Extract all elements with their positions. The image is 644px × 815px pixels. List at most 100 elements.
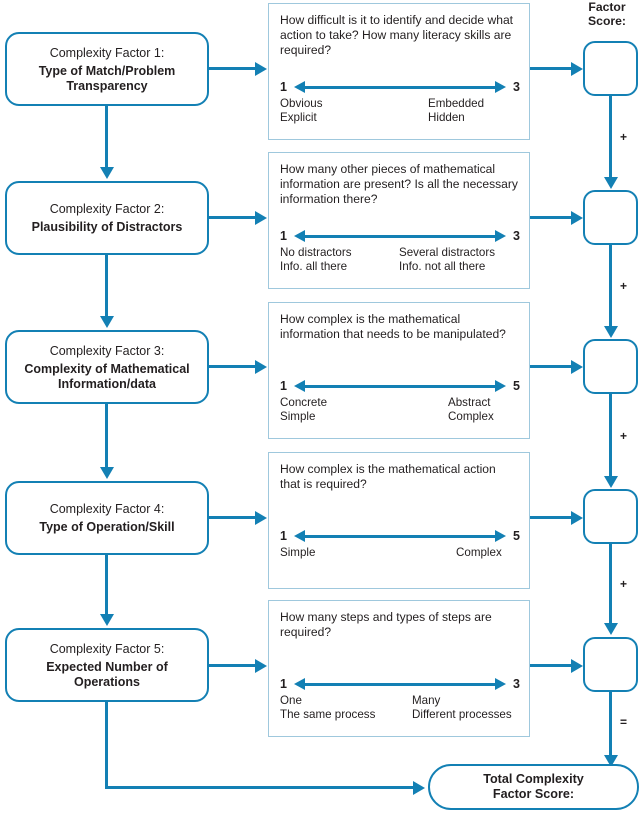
connector-f4-q4 [209, 516, 257, 519]
question-text-3: How complex is the mathematical informat… [280, 312, 506, 342]
arrow-f4-q4-icon [255, 510, 267, 525]
score-box-4[interactable] [583, 489, 638, 544]
arrow-f1-f2-icon [99, 167, 114, 179]
operator-plus-4: + [620, 577, 628, 591]
question-text-4: How complex is the mathematical action t… [280, 462, 496, 492]
score-box-2[interactable] [583, 190, 638, 245]
scale-4-min: 1 [280, 529, 287, 543]
scale-2-right-label-line1: Several distractors [399, 246, 496, 259]
factor-3-label: Complexity Factor 3: [49, 343, 165, 358]
factor-box-3[interactable]: Complexity Factor 3: Complexity of Mathe… [5, 330, 209, 404]
arrow-s2-s3-icon [603, 326, 618, 338]
connector-f1-q1 [209, 67, 257, 70]
scale-4-right-label-line1: Complex [456, 546, 502, 559]
factor-2-name-line1: Plausibility of Distractors [31, 220, 183, 234]
scale-1: 1 3 Obvious Explicit Embedded Hidden [280, 79, 520, 127]
question-box-1: How difficult is it to identify and deci… [268, 3, 530, 140]
scale-5-right-label-line2: Different processes [412, 708, 512, 721]
scale-1-left-label-line1: Obvious [280, 97, 323, 110]
arrow-q5-s5-icon [571, 658, 583, 673]
factor-score-header-line2: Score: [588, 14, 626, 28]
factor-1-label: Complexity Factor 1: [49, 45, 165, 60]
connector-s1-s2 [609, 96, 612, 178]
score-box-3[interactable] [583, 339, 638, 394]
scale-1-row: 1 3 [280, 79, 520, 95]
operator-plus-2: + [620, 279, 628, 293]
scale-3: 1 5 Concrete Simple Abstract Complex [280, 378, 520, 426]
connector-s2-s3 [609, 245, 612, 327]
connector-q5-s5 [530, 664, 573, 667]
factor-box-5[interactable]: Complexity Factor 5: Expected Number of … [5, 628, 209, 702]
question-text-2: How many other pieces of mathematical in… [280, 162, 518, 207]
connector-q1-s1 [530, 67, 573, 70]
scale-5: 1 3 One The same process Many Different … [280, 676, 520, 724]
scale-5-left-label-line2: The same process [280, 708, 376, 721]
factor-4-name-line1: Type of Operation/Skill [39, 520, 175, 534]
arrow-s1-s2-icon [603, 177, 618, 189]
scale-4-row: 1 5 [280, 528, 520, 544]
total-label-line2: Factor Score: [492, 787, 575, 801]
question-box-5: How many steps and types of steps are re… [268, 600, 530, 737]
scale-3-left-label-line1: Concrete [280, 396, 328, 409]
scale-5-right-label-line1: Many [412, 694, 441, 707]
score-box-5[interactable] [583, 637, 638, 692]
scale-1-right-label-line2: Hidden [428, 111, 465, 124]
scale-3-right-label-line1: Abstract [448, 396, 491, 409]
scale-5-labels: One The same process Many Different proc… [280, 694, 520, 724]
factor-box-2[interactable]: Complexity Factor 2: Plausibility of Dis… [5, 181, 209, 255]
arrow-q1-s1-icon [571, 61, 583, 76]
scale-4-left-label-line1: Simple [280, 546, 316, 559]
connector-f1-f2 [105, 106, 108, 168]
scale-3-left-label-line2: Simple [280, 410, 316, 423]
scale-3-labels: Concrete Simple Abstract Complex [280, 396, 520, 426]
scale-3-double-arrow-icon [293, 379, 507, 393]
scale-1-labels: Obvious Explicit Embedded Hidden [280, 97, 520, 127]
scale-5-min: 1 [280, 677, 287, 691]
connector-f3-q3 [209, 365, 257, 368]
factor-4-label: Complexity Factor 4: [49, 502, 165, 516]
scale-2-max: 3 [513, 229, 520, 243]
arrow-q4-s4-icon [571, 510, 583, 525]
arrow-s4-s5-icon [603, 623, 618, 635]
arrow-f2-f3-icon [99, 316, 114, 328]
scale-4-max: 5 [513, 529, 520, 543]
scale-2-left-label-line2: Info. all there [280, 260, 348, 273]
scale-3-max: 5 [513, 379, 520, 393]
factor-box-1[interactable]: Complexity Factor 1: Type of Match/Probl… [5, 32, 209, 106]
question-text-1: How difficult is it to identify and deci… [280, 13, 514, 58]
scale-1-left-label-line2: Explicit [280, 111, 317, 124]
scale-3-right-label-line2: Complex [448, 410, 494, 423]
scale-2: 1 3 No distractors Info. all there Sever… [280, 228, 520, 276]
factor-score-header-line1: Factor [588, 0, 626, 14]
question-text-5: How many steps and types of steps are re… [280, 610, 492, 640]
connector-s3-s4 [609, 394, 612, 477]
operator-plus-3: + [620, 429, 628, 443]
factor-1-name-line1: Type of Match/Problem [38, 63, 176, 78]
connector-f4-f5 [105, 555, 108, 615]
connector-f2-q2 [209, 216, 257, 219]
scale-5-double-arrow-icon [293, 677, 507, 691]
score-box-1[interactable] [583, 41, 638, 96]
question-box-4: How complex is the mathematical action t… [268, 452, 530, 589]
connector-f5-q5 [209, 664, 257, 667]
connector-f2-f3 [105, 255, 108, 317]
total-complexity-score-box[interactable]: Total Complexity Factor Score: [428, 764, 639, 810]
connector-q4-s4 [530, 516, 573, 519]
connector-s5-total [609, 692, 612, 756]
connector-f3-f4 [105, 404, 108, 468]
factor-1-name-line2: Transparency [66, 78, 148, 93]
scale-2-labels: No distractors Info. all there Several d… [280, 246, 520, 276]
connector-f5-total-horizontal [105, 786, 415, 789]
factor-3-name-line1: Complexity of Mathematical [24, 361, 190, 376]
factor-5-name-line1: Expected Number of [46, 659, 168, 674]
factor-box-4[interactable]: Complexity Factor 4: Type of Operation/S… [5, 481, 209, 555]
scale-1-max: 3 [513, 80, 520, 94]
scale-4: 1 5 Simple Complex [280, 528, 520, 576]
factor-score-header: Factor Score: [570, 0, 644, 28]
connector-s4-s5 [609, 544, 612, 624]
scale-3-min: 1 [280, 379, 287, 393]
connector-f5-total-vertical [105, 702, 108, 788]
question-box-2: How many other pieces of mathematical in… [268, 152, 530, 289]
factor-5-label: Complexity Factor 5: [49, 641, 165, 656]
arrow-q2-s2-icon [571, 210, 583, 225]
